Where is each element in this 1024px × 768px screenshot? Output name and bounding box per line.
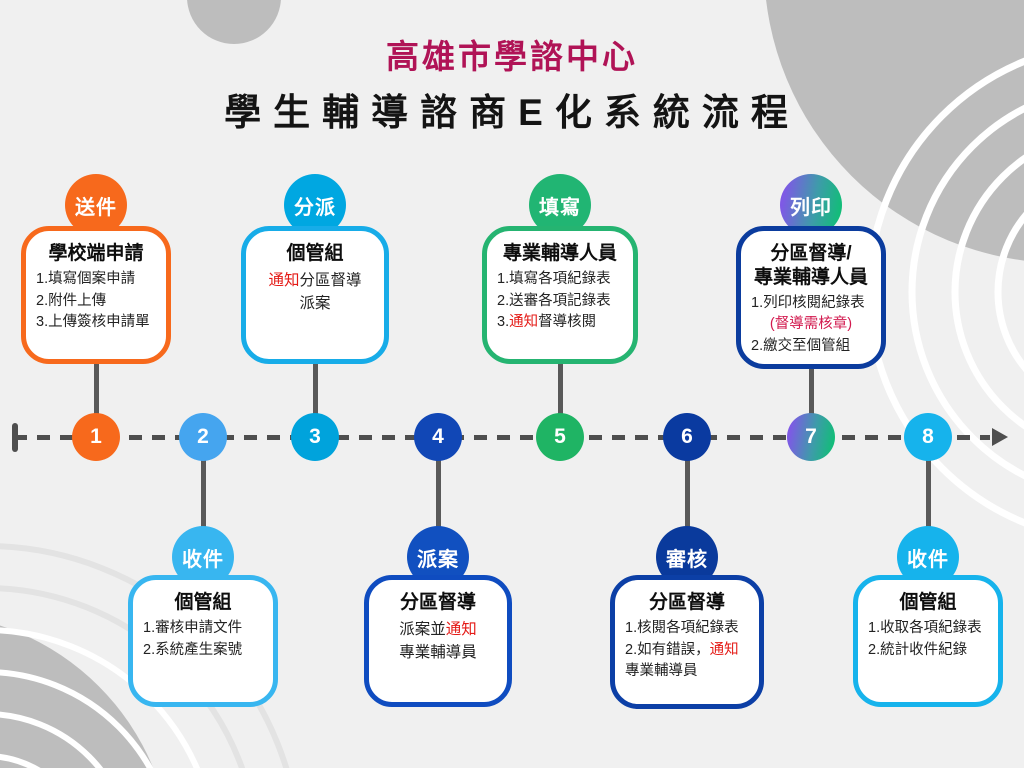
connector-step-4 bbox=[436, 459, 441, 529]
connector-step-7 bbox=[809, 360, 814, 416]
step-4-card: 分區督導 派案並通知專業輔導員 bbox=[364, 575, 512, 707]
step-7-number: 7 bbox=[787, 413, 835, 461]
step-3-card: 個管組 通知分區督導派案 bbox=[241, 226, 389, 364]
step-2-number: 2 bbox=[179, 413, 227, 461]
step-3-number: 3 bbox=[291, 413, 339, 461]
step-7-card: 分區督導/ 專業輔導人員 1.列印核閱紀錄表(督導需核章)2.繳交至個管組 bbox=[736, 226, 886, 369]
page-subtitle: 學生輔導諮商E化系統流程 bbox=[224, 92, 800, 133]
connector-step-3 bbox=[313, 360, 318, 416]
step-8-card-title: 個管組 bbox=[899, 592, 957, 613]
step-5-stage-badge: 填寫 bbox=[529, 174, 591, 236]
step-6-card-title: 分區督導 bbox=[648, 592, 725, 613]
connector-step-1 bbox=[94, 360, 99, 416]
step-7-card-body: 1.列印核閱紀錄表(督導需核章)2.繳交至個管組 bbox=[751, 294, 865, 355]
step-1-card-title: 學校端申請 bbox=[48, 243, 144, 264]
connector-step-6 bbox=[685, 459, 690, 529]
step-3-card-title: 個管組 bbox=[286, 243, 344, 264]
step-4-number: 4 bbox=[414, 413, 462, 461]
timeline-dashed-line bbox=[14, 435, 990, 440]
step-5-number: 5 bbox=[536, 413, 584, 461]
page-title: 高雄市學諮中心 bbox=[386, 38, 638, 75]
step-5-card-title: 專業輔導人員 bbox=[502, 243, 617, 264]
step-6-number: 6 bbox=[663, 413, 711, 461]
step-8-number: 8 bbox=[904, 413, 952, 461]
connector-step-2 bbox=[201, 459, 206, 529]
arrow-right-icon bbox=[992, 428, 1008, 446]
step-1-number: 1 bbox=[72, 413, 120, 461]
step-4-card-body: 派案並通知專業輔導員 bbox=[399, 620, 477, 661]
connector-step-5 bbox=[558, 360, 563, 416]
step-4-card-title: 分區督導 bbox=[399, 592, 476, 613]
step-7-card-title: 分區督導/ 專業輔導人員 bbox=[753, 243, 868, 288]
step-3-stage-badge: 分派 bbox=[284, 174, 346, 236]
step-3-card-body: 通知分區督導派案 bbox=[268, 271, 362, 312]
step-2-card-title: 個管組 bbox=[174, 592, 232, 613]
step-1-stage-badge: 送件 bbox=[65, 174, 127, 236]
connector-step-8 bbox=[926, 459, 931, 529]
